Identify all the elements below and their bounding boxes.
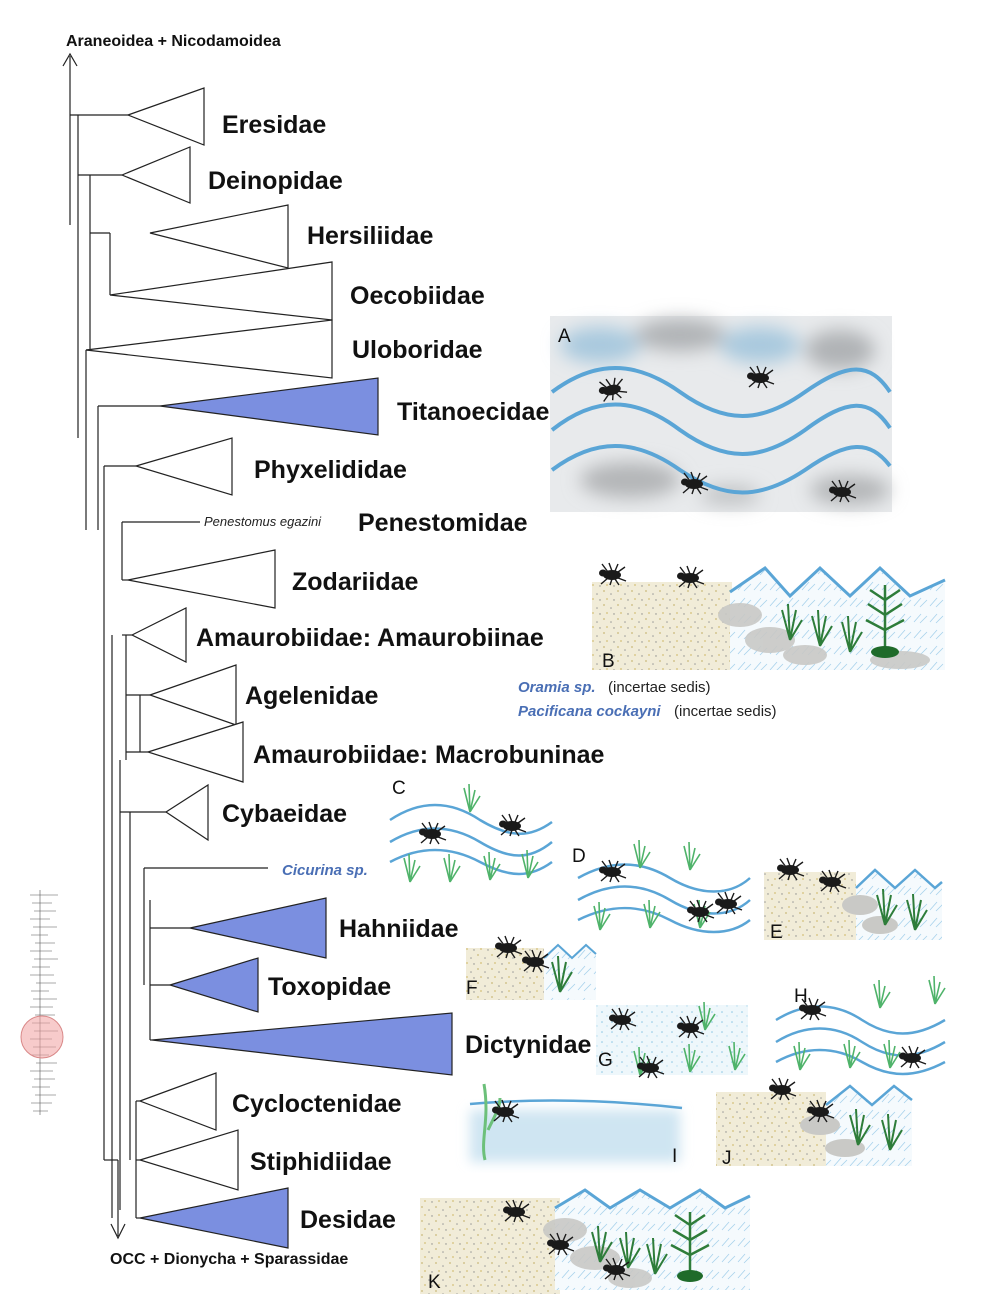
wedge-zodariidae bbox=[127, 549, 276, 609]
wedge-macrobuninae bbox=[146, 721, 244, 783]
panel-label-k: K bbox=[428, 1272, 441, 1293]
wedge-phyxelididae bbox=[133, 437, 233, 496]
family-label-titanoecidae: Titanoecidae bbox=[397, 398, 549, 426]
family-label-deinopidae: Deinopidae bbox=[208, 167, 343, 195]
taxon-pacificana-note: (incertae sedis) bbox=[674, 703, 777, 720]
full-tree-inset bbox=[20, 890, 64, 1115]
panel-label-a: A bbox=[558, 326, 571, 347]
panel-label-i: I bbox=[672, 1146, 677, 1167]
panel-label-c: C bbox=[392, 778, 406, 799]
clade-wedges bbox=[85, 87, 453, 1249]
habitat-panel-h: H bbox=[775, 975, 946, 1076]
family-label-penestomidae: Penestomidae bbox=[358, 509, 528, 537]
habitat-panel-i: I bbox=[469, 1083, 683, 1167]
taxon-oramia-note: (incertae sedis) bbox=[608, 679, 711, 696]
family-label-cybaeidae: Cybaeidae bbox=[222, 800, 347, 828]
top-axis-label: Araneoidea + Nicodamoidea bbox=[66, 33, 281, 50]
panel-label-e: E bbox=[770, 922, 783, 943]
panel-label-d: D bbox=[572, 846, 586, 867]
taxon-cicurina: Cicurina sp. bbox=[282, 862, 368, 879]
wedge-amaurobiinae bbox=[130, 607, 187, 663]
wedge-hahniidae bbox=[189, 897, 327, 959]
wedge-desidae bbox=[139, 1187, 289, 1249]
wedge-titanoecidae bbox=[159, 377, 379, 436]
wedge-toxopidae bbox=[167, 957, 259, 1013]
family-label-uloboridae: Uloboridae bbox=[352, 336, 483, 364]
habitat-panel-e: E bbox=[764, 857, 943, 943]
family-label-eresidae: Eresidae bbox=[222, 111, 326, 139]
family-label-agelenidae: Agelenidae bbox=[245, 682, 378, 710]
family-label-hersiliidae: Hersiliidae bbox=[307, 222, 434, 250]
habitat-panel-b: B bbox=[592, 562, 946, 672]
wedge-uloboridae bbox=[85, 319, 333, 379]
bottom-axis-arrow bbox=[110, 1223, 126, 1240]
wedge-stiphidiidae bbox=[137, 1129, 239, 1191]
taxon-pacificana: Pacificana cockayni bbox=[518, 703, 661, 720]
wedge-dictynidae bbox=[151, 1012, 453, 1076]
wedge-cybaeidae bbox=[164, 783, 209, 842]
habitat-panel-g: G bbox=[596, 1001, 748, 1079]
wedge-cycloctenidae bbox=[138, 1072, 217, 1131]
family-label-dictynidae: Dictynidae bbox=[465, 1031, 592, 1059]
taxon-oramia: Oramia sp. bbox=[518, 679, 596, 696]
habitat-panel-a: A bbox=[550, 316, 892, 512]
habitat-panel-k: K bbox=[420, 1188, 751, 1294]
phylogenetic-tree bbox=[62, 52, 268, 1240]
family-label-oecobiidae: Oecobiidae bbox=[350, 282, 485, 310]
family-label-zodariidae: Zodariidae bbox=[292, 568, 419, 596]
habitat-panel-f: F bbox=[466, 935, 597, 1000]
panel-label-g: G bbox=[598, 1050, 613, 1071]
taxon-penestomus-egazini: Penestomus egazini bbox=[204, 514, 322, 529]
family-labels: Eresidae Deinopidae Hersiliidae Oecobiid… bbox=[196, 111, 605, 1234]
panel-label-h: H bbox=[794, 986, 808, 1007]
inset-highlight-marker bbox=[20, 1015, 64, 1059]
panel-label-f: F bbox=[466, 978, 478, 999]
wedge-hersiliidae bbox=[149, 204, 289, 269]
bottom-axis-label: OCC + Dionycha + Sparassidae bbox=[110, 1251, 348, 1268]
habitat-panel-c: C bbox=[388, 778, 553, 883]
family-label-desidae: Desidae bbox=[300, 1206, 396, 1234]
family-label-amaurobiinae: Amaurobiidae: Amaurobiinae bbox=[196, 624, 544, 652]
wedge-oecobiidae bbox=[109, 261, 333, 321]
panel-label-j: J bbox=[722, 1148, 732, 1169]
family-label-macrobuninae: Amaurobiidae: Macrobuninae bbox=[253, 741, 605, 769]
habitat-panel-d: D bbox=[572, 839, 751, 934]
family-label-toxopidae: Toxopidae bbox=[268, 973, 391, 1001]
family-label-cycloctenidae: Cycloctenidae bbox=[232, 1090, 402, 1118]
wedge-deinopidae bbox=[120, 146, 191, 204]
family-label-stiphidiidae: Stiphidiidae bbox=[250, 1148, 392, 1176]
family-label-hahniidae: Hahniidae bbox=[339, 915, 459, 943]
panel-label-b: B bbox=[602, 651, 615, 672]
wedge-eresidae bbox=[126, 87, 205, 146]
habitat-panel-j: J bbox=[716, 1077, 913, 1169]
wedge-agelenidae bbox=[148, 664, 237, 726]
family-label-phyxelididae: Phyxelididae bbox=[254, 456, 407, 484]
